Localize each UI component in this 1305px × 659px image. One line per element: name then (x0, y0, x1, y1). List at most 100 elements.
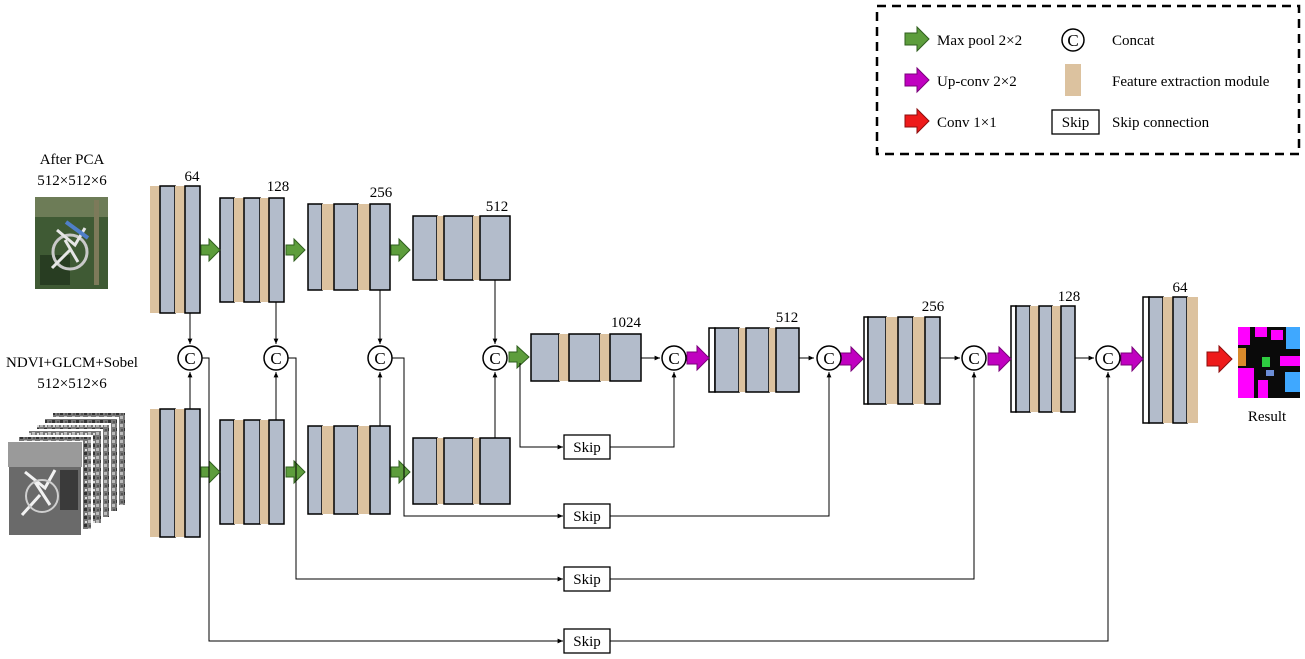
feature-map (159, 408, 176, 538)
channel-label-enc1: 64 (185, 169, 201, 185)
feature-map (184, 185, 201, 314)
concat-node (263, 345, 289, 371)
result-output: Result (1238, 327, 1300, 425)
concat-node (367, 345, 393, 371)
connector-lines (187, 280, 1111, 644)
feature-map (333, 203, 359, 291)
legend-upconv-label: Up-conv 2×2 (937, 74, 1017, 90)
decoder (708, 296, 1198, 424)
feature-map (243, 197, 261, 303)
concat-node (661, 345, 687, 371)
upconv-arrow (686, 344, 710, 372)
skip-box-label: Skip (573, 509, 601, 525)
skip-box-label: Skip (573, 572, 601, 588)
encoder-ndvi (150, 408, 511, 538)
feature-map (443, 437, 474, 505)
feature-map (307, 425, 323, 515)
legend-feature-label: Feature extraction module (1112, 74, 1270, 90)
legend-skip-box-text: Skip (1062, 115, 1090, 131)
maxpool-arrow (508, 344, 530, 370)
conv-arrow-icon (904, 107, 930, 135)
skip-box (563, 503, 611, 529)
concat-node (482, 345, 508, 371)
feature-map (268, 419, 285, 525)
concat-symbol: C (1102, 349, 1113, 368)
concat-symbol: C (270, 349, 281, 368)
upconv-arrow-icon (904, 66, 930, 94)
maxpool-arrow (200, 459, 221, 485)
skip-box (563, 434, 611, 460)
feature-map (369, 425, 391, 515)
skip-box-icon (1051, 109, 1100, 135)
legend-conv-label: Conv 1×1 (937, 115, 997, 131)
concat-node (1095, 345, 1121, 371)
feature-map (1148, 296, 1164, 424)
bottleneck (530, 333, 642, 382)
feature-map (1060, 305, 1076, 413)
skip-box (563, 566, 611, 592)
legend-skip-label: Skip connection (1112, 115, 1210, 131)
feature-map (609, 333, 642, 382)
skip-box-label: Skip (573, 634, 601, 650)
feature-map (714, 327, 740, 393)
concat-symbol: C (374, 349, 385, 368)
concat-node (816, 345, 842, 371)
channel-label-dec3: 128 (1058, 289, 1081, 305)
maxpool-arrow (285, 237, 306, 263)
concat-symbol: C (184, 349, 195, 368)
result-image (1238, 327, 1300, 398)
feature-map (530, 333, 560, 382)
feature-map (307, 203, 323, 291)
feature-map (184, 408, 201, 538)
feature-map (243, 419, 261, 525)
upconv-arrow (987, 345, 1012, 373)
ndvi-title: NDVI+GLCM+Sobel (6, 355, 138, 371)
input-ndvi: NDVI+GLCM+Sobel 512×512×6 (6, 355, 138, 537)
feature-map (897, 316, 914, 405)
pca-image (35, 197, 108, 289)
feature-map (745, 327, 770, 393)
channel-label-dec4: 64 (1173, 280, 1189, 296)
pca-dims: 512×512×6 (37, 173, 107, 189)
channel-label-dec2: 256 (922, 299, 945, 315)
concat-icon (1061, 28, 1085, 52)
concat-symbol: C (489, 349, 500, 368)
maxpool-arrow (390, 237, 411, 263)
ndvi-dims: 512×512×6 (37, 376, 107, 392)
upconv-arrows (686, 344, 1144, 373)
legend-maxpool-label: Max pool 2×2 (937, 33, 1022, 49)
feature-map (479, 437, 511, 505)
concat-symbol: C (823, 349, 834, 368)
concat-node (177, 345, 203, 371)
feature-map (568, 333, 601, 382)
skip-box-label: Skip (573, 440, 601, 456)
concat-symbol: C (668, 349, 679, 368)
feature-map (159, 185, 176, 314)
feature-map (219, 197, 235, 303)
input-pca: After PCA 512×512×6 (35, 152, 108, 289)
concat-symbol: C (968, 349, 979, 368)
feature-module-icon (1065, 64, 1081, 96)
pca-title: After PCA (40, 152, 105, 168)
feature-map (1015, 305, 1031, 413)
feature-map (479, 215, 511, 281)
ndvi-image-stack (7, 411, 127, 537)
channel-label-dec1: 512 (776, 310, 799, 326)
channel-label-enc2: 128 (267, 179, 290, 195)
legend: Max pool 2×2 Up-conv 2×2 Conv 1×1 C Conc… (875, 4, 1301, 156)
channel-label-bottleneck: 1024 (611, 315, 642, 331)
maxpool-arrow-icon (904, 25, 930, 53)
upconv-arrow (839, 345, 864, 373)
legend-concat-symbol: C (1067, 31, 1078, 50)
conv-arrow (1206, 344, 1233, 374)
feature-map (775, 327, 800, 393)
concat-nodes: C C C C C C C C (177, 345, 1121, 371)
skip-boxes: Skip Skip Skip Skip (563, 434, 611, 654)
feature-map (443, 215, 474, 281)
feature-map (219, 419, 235, 525)
channel-label-enc4: 512 (486, 199, 509, 215)
upconv-arrow (1120, 345, 1144, 373)
maxpool-arrow (200, 237, 221, 263)
feature-map (268, 197, 285, 303)
